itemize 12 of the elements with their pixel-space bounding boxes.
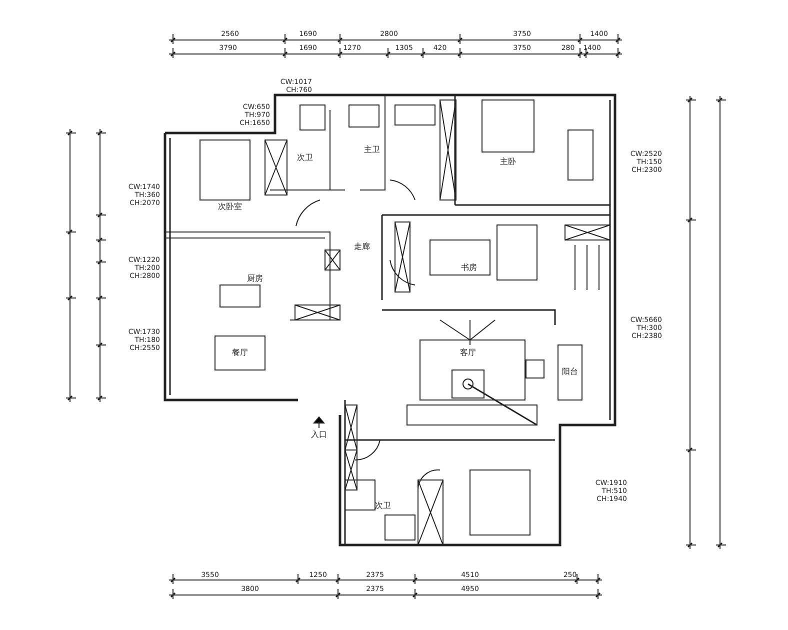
room-label: 餐厅 xyxy=(232,349,248,357)
room-label: 走廊 xyxy=(354,243,370,251)
room-label: 次卫 xyxy=(375,502,391,510)
room-label: 主卫 xyxy=(364,146,380,154)
room-label: 入口 xyxy=(311,431,327,439)
room-label: 厨房 xyxy=(247,275,263,283)
room-label: 客厅 xyxy=(460,349,476,357)
room-label: 阳台 xyxy=(562,368,578,376)
room-label: 主卧 xyxy=(500,158,516,166)
room-label: 次卧室 xyxy=(218,203,242,211)
room-label: 书房 xyxy=(461,264,477,272)
room-label: 次卫 xyxy=(297,154,313,162)
